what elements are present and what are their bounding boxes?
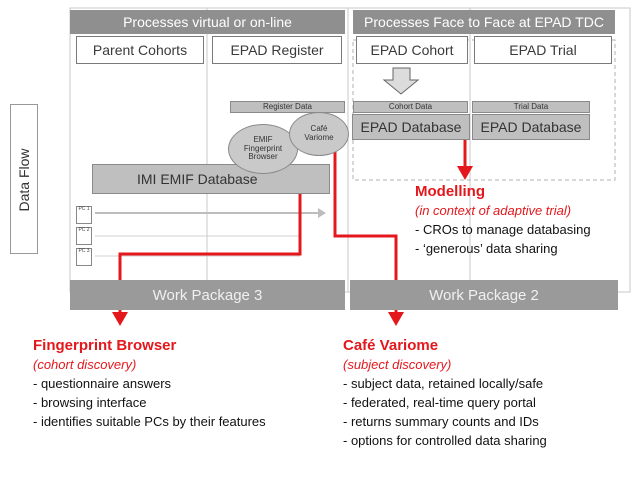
fingerprint-browser-bullet: - browsing interface <box>33 395 147 410</box>
fingerprint-browser-block: Fingerprint Browser (cohort discovery) -… <box>33 336 266 431</box>
work-package-2: Work Package 2 <box>350 280 618 310</box>
data-flow-box <box>10 104 38 254</box>
cafe-variome-bullet: - federated, real-time query portal <box>343 395 536 410</box>
header-face-to-face: Processes Face to Face at EPAD TDC <box>353 10 615 34</box>
modelling-block: Modelling (in context of adaptive trial)… <box>415 182 591 258</box>
data-flow-label: Data Flow <box>16 148 32 212</box>
pc-box-2: PC 2 <box>76 227 92 245</box>
fingerprint-browser-title: Fingerprint Browser <box>33 337 177 354</box>
fingerprint-browser-bullet: - identifies suitable PCs by their featu… <box>33 414 266 429</box>
fingerprint-browser-subtitle: (cohort discovery) <box>33 357 137 372</box>
imi-emif-database: IMI EMIF Database <box>92 164 330 194</box>
epad-register-box: EPAD Register <box>212 36 342 64</box>
modelling-bullet: - CROs to manage databasing <box>415 222 591 237</box>
cafe-variome-ellipse: Café Variome <box>289 112 349 156</box>
cafe-variome-bullet: - subject data, retained locally/safe <box>343 376 544 391</box>
cafe-variome-block: Café Variome (subject discovery) - subje… <box>343 336 547 450</box>
cohort-data-label: Cohort Data <box>353 101 468 113</box>
epad-trial-box: EPAD Trial <box>474 36 612 64</box>
cafe-variome-bullet: - returns summary counts and IDs <box>343 414 539 429</box>
epad-database-left: EPAD Database <box>352 114 470 140</box>
cafe-variome-bullet: - options for controlled data sharing <box>343 433 547 448</box>
header-virtual: Processes virtual or on-line <box>70 10 345 34</box>
epad-database-right: EPAD Database <box>472 114 590 140</box>
modelling-subtitle: (in context of adaptive trial) <box>415 203 572 218</box>
pc-box-1: PC 1 <box>76 206 92 224</box>
fingerprint-browser-bullet: - questionnaire answers <box>33 376 172 391</box>
emif-fingerprint-ellipse: EMIF Fingerprint Browser <box>228 124 298 174</box>
parent-cohorts-box: Parent Cohorts <box>76 36 204 64</box>
cafe-variome-subtitle: (subject discovery) <box>343 357 452 372</box>
trial-data-label: Trial Data <box>472 101 590 113</box>
register-data-label: Register Data <box>230 101 345 113</box>
pc-box-3: PC 3 <box>76 248 92 266</box>
work-package-3: Work Package 3 <box>70 280 345 310</box>
cafe-variome-title: Café Variome <box>343 337 439 354</box>
epad-cohort-box: EPAD Cohort <box>356 36 468 64</box>
modelling-bullet: - ‘generous’ data sharing <box>415 241 558 256</box>
modelling-title: Modelling <box>415 183 485 200</box>
